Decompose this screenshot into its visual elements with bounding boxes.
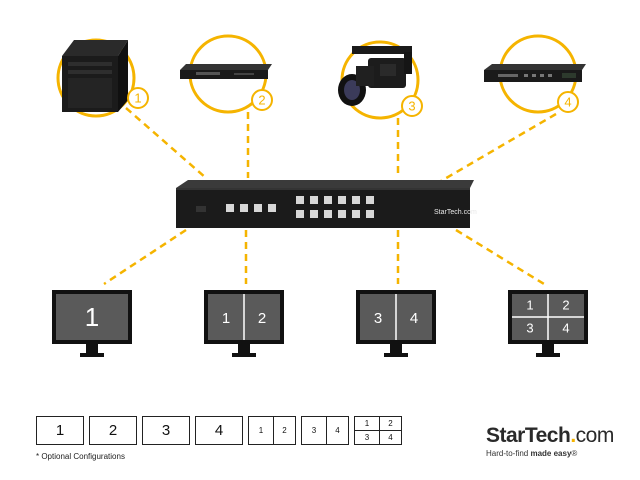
computer-tower-icon bbox=[62, 40, 128, 112]
logo-name-suffix: com bbox=[575, 424, 615, 447]
display-1-screen bbox=[56, 294, 128, 340]
display-2: 1 2 bbox=[204, 290, 284, 357]
source-4-number: 4 bbox=[564, 94, 571, 109]
source-3-number: 3 bbox=[408, 98, 415, 113]
display-2-base bbox=[232, 353, 256, 357]
config-label: 1 bbox=[364, 419, 370, 428]
display-1: 1 bbox=[52, 290, 132, 357]
source-1-badge bbox=[127, 87, 149, 109]
display-4-base bbox=[536, 353, 560, 357]
logo-name-main: StarTech bbox=[486, 424, 571, 447]
config-label: 2 bbox=[388, 419, 393, 428]
display-4: 1 2 3 4 bbox=[508, 290, 588, 357]
connection-lines bbox=[103, 107, 557, 286]
config-single-1: 1 bbox=[36, 416, 84, 445]
connection-source-4 bbox=[435, 112, 557, 186]
source-4-badge bbox=[557, 91, 579, 113]
logo-tagline-bold: made easy bbox=[530, 449, 572, 458]
display-3-base bbox=[384, 353, 408, 357]
configurations-note: * Optional Configurations bbox=[36, 452, 125, 461]
config-single-3: 3 bbox=[142, 416, 190, 445]
display-4-label-4: 4 bbox=[562, 320, 569, 335]
display-1-label-1: 1 bbox=[85, 302, 99, 332]
source-3-badge bbox=[401, 95, 423, 117]
config-label: 3 bbox=[364, 433, 370, 442]
display-3: 3 4 bbox=[356, 290, 436, 357]
switcher-buttons bbox=[226, 196, 374, 218]
display-2-stand bbox=[238, 344, 250, 354]
source-1-number: 1 bbox=[134, 90, 141, 105]
source-2-badge bbox=[251, 89, 273, 111]
source-1: 1 bbox=[56, 38, 149, 118]
blu-ray-player-icon bbox=[180, 64, 272, 79]
logo-tagline-start: Hard-to-find bbox=[486, 449, 531, 458]
connection-source-1 bbox=[125, 107, 207, 179]
video-camera-icon bbox=[338, 46, 412, 106]
config-label: 3 bbox=[311, 426, 317, 435]
source-2-number: 2 bbox=[258, 92, 265, 107]
config-label: 2 bbox=[282, 426, 287, 435]
display-4-label-2: 2 bbox=[562, 297, 569, 312]
config-label: 1 bbox=[55, 422, 65, 439]
display-2-label-1: 1 bbox=[222, 310, 230, 327]
display-4-stand bbox=[542, 344, 554, 354]
config-label: 4 bbox=[335, 426, 340, 435]
config-single-4: 4 bbox=[195, 416, 243, 445]
logo-tagline-mark: ® bbox=[571, 449, 578, 458]
connection-display-4 bbox=[455, 228, 545, 286]
display-1-stand bbox=[86, 344, 98, 354]
connection-display-1 bbox=[103, 228, 187, 286]
config-label: 4 bbox=[214, 422, 224, 439]
config-label: 1 bbox=[258, 426, 264, 435]
display-1-base bbox=[80, 353, 104, 357]
config-label: 2 bbox=[108, 422, 118, 439]
config-label: 4 bbox=[388, 433, 393, 442]
display-3-label-1: 3 bbox=[374, 310, 382, 327]
logo-name-dot: . bbox=[570, 424, 576, 447]
multiviewer-switcher: StarTech.com bbox=[176, 180, 477, 228]
source-4: 4 bbox=[484, 34, 586, 114]
logo-tagline: Hard-to-find made easy® bbox=[486, 449, 616, 458]
satellite-receiver-icon bbox=[484, 64, 586, 82]
config-label: 3 bbox=[161, 422, 171, 439]
config-split-1-2: 1 2 bbox=[248, 416, 296, 445]
display-3-label-2: 4 bbox=[410, 310, 418, 327]
display-3-stand bbox=[390, 344, 402, 354]
config-single-2: 2 bbox=[89, 416, 137, 445]
display-2-label-2: 2 bbox=[258, 310, 266, 327]
config-split-3-4: 3 4 bbox=[301, 416, 349, 445]
switcher-brand: StarTech.com bbox=[434, 209, 477, 216]
config-quad: 1 2 3 4 bbox=[354, 416, 402, 445]
logo-name: StarTech.com bbox=[486, 424, 616, 448]
source-3: 3 bbox=[338, 40, 423, 120]
display-4-label-3: 3 bbox=[526, 320, 533, 335]
startech-logo: StarTech.com Hard-to-find made easy® bbox=[486, 424, 616, 458]
source-2: 2 bbox=[180, 34, 273, 114]
display-4-label-1: 1 bbox=[526, 297, 533, 312]
